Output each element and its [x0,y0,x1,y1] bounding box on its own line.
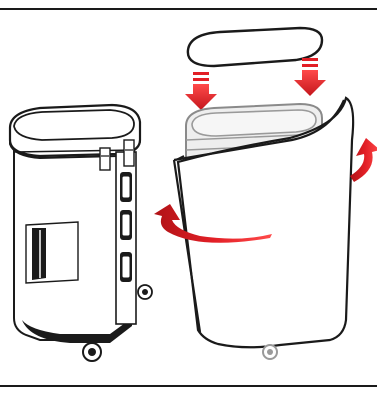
down-arrow-icon [185,72,217,110]
assembled-unit [10,105,152,361]
top-lid-panel [188,28,322,66]
curved-arrow-icon [350,138,377,182]
down-arrow-icon [294,58,326,96]
wheel-icon [263,345,277,359]
